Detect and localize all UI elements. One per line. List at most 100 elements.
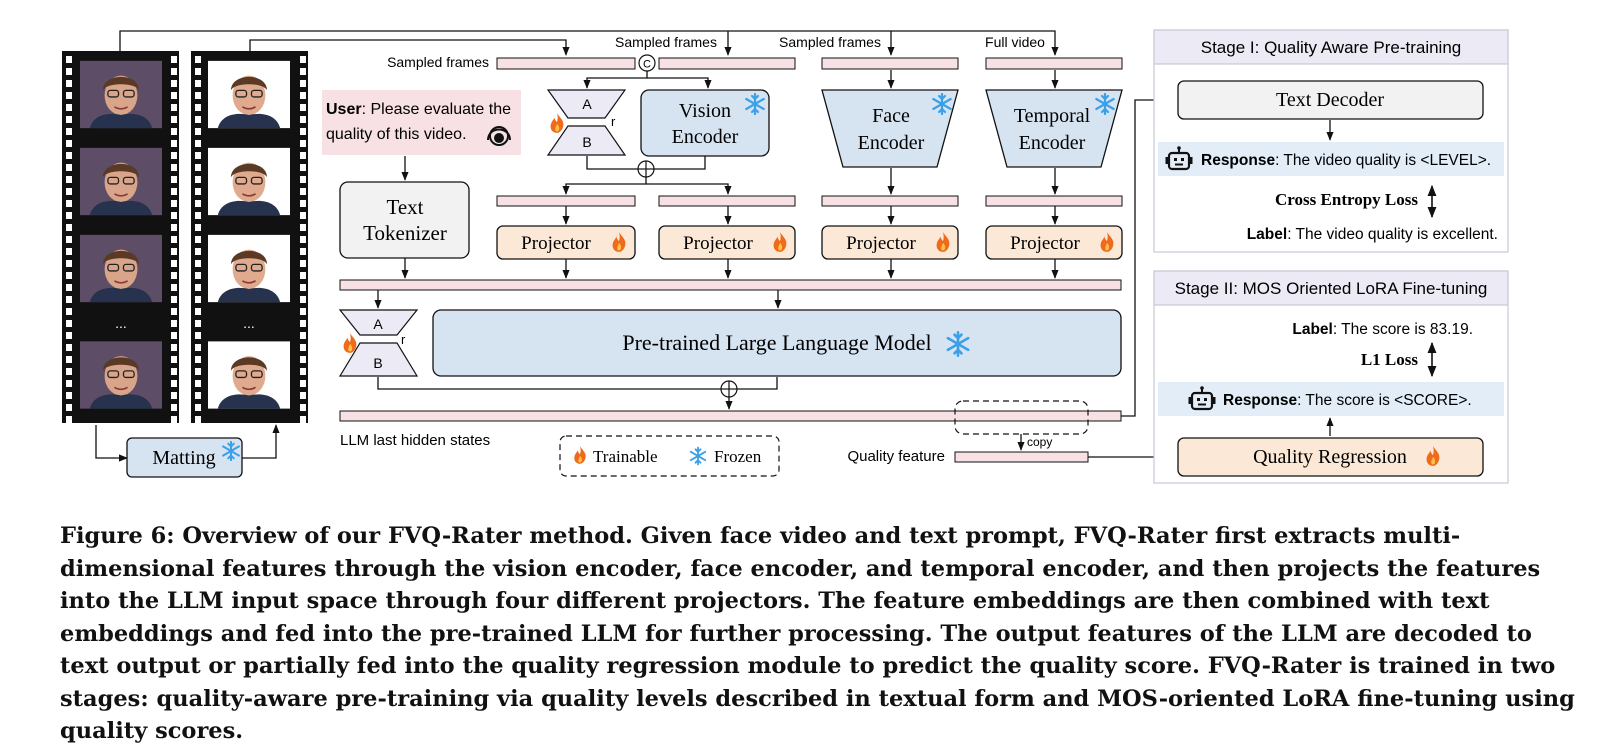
sprocket-hole (300, 380, 306, 387)
sprocket-hole (66, 380, 72, 387)
token-bar (821, 57, 959, 70)
sprocket-hole (66, 92, 72, 99)
projector-4: Projector (985, 225, 1123, 260)
sprocket-hole (300, 104, 306, 111)
sprocket-hole (195, 116, 201, 123)
sprocket-hole (300, 80, 306, 87)
sprocket-hole (66, 56, 72, 63)
sprocket-hole (171, 392, 177, 399)
sprocket-hole (195, 68, 201, 75)
sprocket-hole (300, 296, 306, 303)
sprocket-hole (195, 224, 201, 231)
sprocket-hole (195, 80, 201, 87)
sprocket-hole (300, 68, 306, 75)
svg-text:Projector: Projector (521, 233, 591, 254)
sprocket-hole (195, 356, 201, 363)
legend-box (559, 435, 780, 477)
quality-regression-box (1177, 437, 1484, 477)
sprocket-hole (195, 272, 201, 279)
sprocket-hole (300, 404, 306, 411)
sprocket-hole (66, 296, 72, 303)
sprocket-hole (66, 128, 72, 135)
sprocket-hole (195, 344, 201, 351)
stage1-panel: Stage I: Quality Aware Pre-training Text… (1153, 29, 1509, 253)
sprocket-hole (300, 344, 306, 351)
svg-text:Projector: Projector (1010, 233, 1080, 254)
svg-text:B: B (373, 355, 382, 371)
sprocket-hole (195, 404, 201, 411)
sprocket-hole (300, 140, 306, 147)
sprocket-hole (66, 68, 72, 75)
sprocket-hole (171, 368, 177, 375)
sprocket-hole (195, 176, 201, 183)
matting-label: Matting (152, 447, 215, 469)
l1-loss-label: L1 Loss (1361, 350, 1419, 369)
projector-2: Projector (658, 225, 796, 260)
svg-text:r: r (611, 114, 616, 129)
sprocket-hole (66, 212, 72, 219)
stage2-response-bg (1158, 382, 1504, 416)
sprocket-hole (300, 248, 306, 255)
sprocket-hole (195, 152, 201, 159)
sprocket-hole (171, 320, 177, 327)
llm-hidden-states-label: LLM last hidden states (340, 432, 490, 449)
sampled-frames-label-1: Sampled frames (387, 54, 489, 70)
text-decoder-label: Text Decoder (1276, 89, 1384, 111)
svg-text:r: r (401, 332, 406, 347)
stage2-panel: Stage II: MOS Oriented LoRA Fine-tuning … (1153, 270, 1509, 484)
sprocket-hole (300, 308, 306, 315)
sprocket-hole (66, 344, 72, 351)
figure-caption: Figure 6: Overview of our FVQ-Rater meth… (60, 523, 1575, 744)
sprocket-hole (171, 176, 177, 183)
token-bar (658, 57, 796, 70)
sprocket-hole (66, 200, 72, 207)
sprocket-hole (66, 80, 72, 87)
sprocket-hole (171, 56, 177, 63)
combined-embedding-bar (339, 279, 1122, 291)
sprocket-hole (195, 380, 201, 387)
sprocket-hole (171, 140, 177, 147)
sprocket-hole (66, 236, 72, 243)
sprocket-hole (300, 284, 306, 291)
stage1-response-bg (1158, 142, 1504, 176)
face-encoder-label: Face (872, 105, 910, 127)
sprocket-hole (171, 224, 177, 231)
svg-text:A: A (373, 316, 383, 332)
feature-bar (985, 195, 1123, 207)
svg-text:B: B (582, 134, 591, 150)
sprocket-hole (66, 152, 72, 159)
svg-text:quality of this video.: quality of this video. (326, 126, 467, 143)
sprocket-hole (66, 116, 72, 123)
stage2-response: Response: The score is <SCORE>. (1223, 392, 1472, 409)
sprocket-hole (195, 332, 201, 339)
svg-text:Encoder: Encoder (1019, 132, 1086, 154)
sprocket-hole (300, 236, 306, 243)
projector-3: Projector (821, 225, 959, 260)
sprocket-hole (66, 188, 72, 195)
sprocket-hole (66, 176, 72, 183)
sprocket-hole (66, 404, 72, 411)
sprocket-hole (300, 320, 306, 327)
sprocket-hole (300, 332, 306, 339)
llm-hidden-states-bar (339, 410, 1122, 422)
sprocket-hole (300, 176, 306, 183)
sprocket-hole (171, 212, 177, 219)
vision-encoder-label: Vision (679, 100, 731, 122)
sprocket-hole (300, 200, 306, 207)
stage2-title: Stage II: MOS Oriented LoRA Fine-tuning (1175, 279, 1488, 298)
token-bar (985, 57, 1123, 70)
flame-icon (343, 333, 357, 353)
sprocket-hole (195, 104, 201, 111)
copy-label: copy (1027, 435, 1052, 449)
sprocket-hole (300, 416, 306, 423)
sprocket-hole (300, 56, 306, 63)
sprocket-hole (171, 284, 177, 291)
text-tokenizer-label: Text (386, 195, 423, 219)
quality-feature-bar (954, 451, 1089, 463)
sprocket-hole (171, 92, 177, 99)
sprocket-hole (66, 332, 72, 339)
sprocket-hole (300, 116, 306, 123)
temporal-encoder-box (985, 89, 1123, 168)
sprocket-hole (171, 308, 177, 315)
sprocket-hole (195, 236, 201, 243)
